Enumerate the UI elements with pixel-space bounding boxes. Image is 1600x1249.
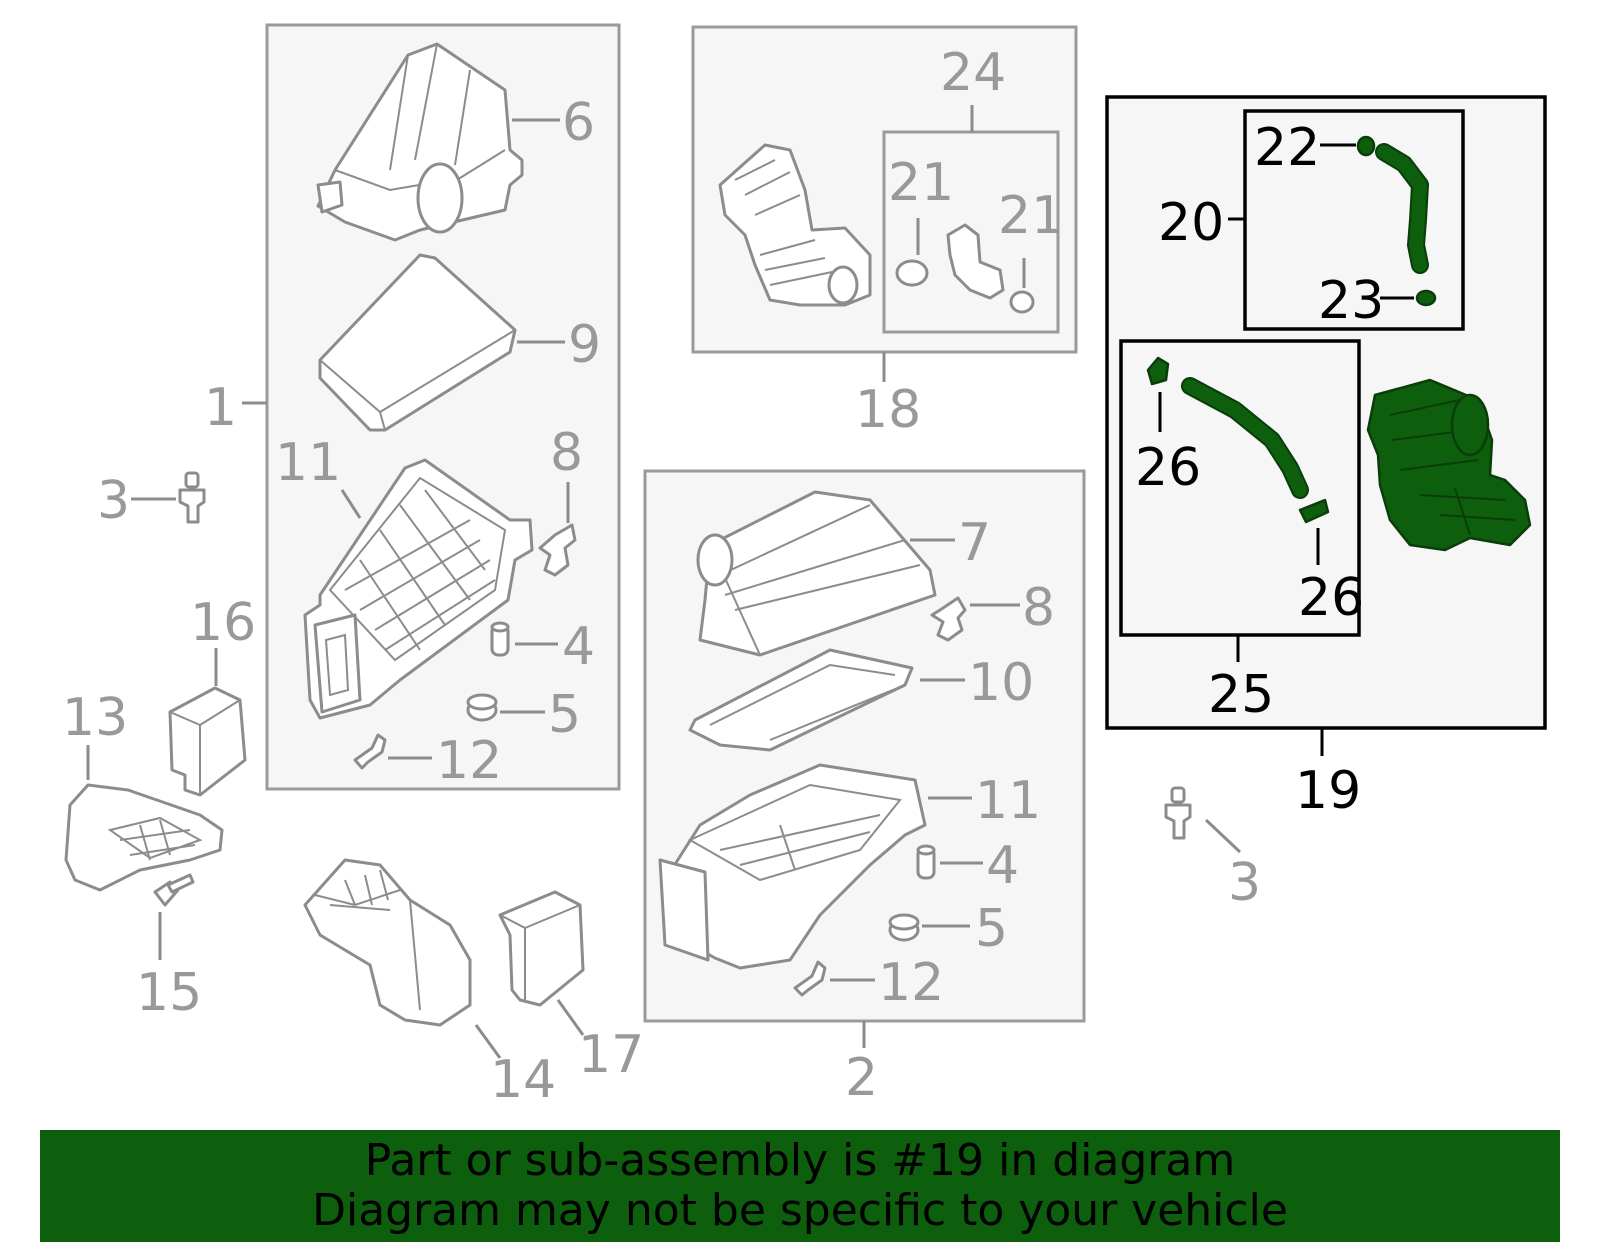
callout-5b: 5 <box>975 899 1008 959</box>
banner-line-1: Part or sub-assembly is #19 in diagram <box>364 1135 1236 1186</box>
callout-3a: 3 <box>97 471 130 531</box>
part-7-air-cleaner-cover <box>696 490 937 657</box>
part-8-bracket-b <box>930 596 967 642</box>
callout-8a: 8 <box>550 423 583 483</box>
part-26-clamp-a <box>1146 356 1170 386</box>
part-14-duct <box>303 858 472 1027</box>
part-8-bracket-a <box>538 523 577 577</box>
callout-3b: 3 <box>1228 853 1261 913</box>
part-23-clamp <box>1415 289 1437 307</box>
part-6-air-cleaner-cover <box>316 42 524 242</box>
leader-3b <box>1204 818 1242 854</box>
callout-4b: 4 <box>986 836 1019 896</box>
callout-4a: 4 <box>562 617 595 677</box>
part-9-air-filter <box>318 253 517 432</box>
callout-16: 16 <box>190 593 256 653</box>
part-20-vent-hose <box>1375 143 1429 274</box>
banner-line-2: Diagram may not be specific to your vehi… <box>312 1185 1288 1236</box>
callout-7: 7 <box>958 513 991 573</box>
leader-14 <box>474 1024 502 1059</box>
part-12-clip-b <box>793 960 827 997</box>
callout-1: 1 <box>204 378 237 438</box>
callout-13: 13 <box>62 688 128 748</box>
callout-17: 17 <box>578 1025 644 1085</box>
part-3-bolt-right <box>1164 786 1192 840</box>
callout-21b: 21 <box>998 186 1064 246</box>
part-17-bracket <box>498 890 585 1007</box>
part-18-intake-duct <box>718 143 872 307</box>
part-19-intake-duct <box>1366 378 1532 552</box>
callout-5a: 5 <box>548 685 581 745</box>
part-25-hose <box>1181 377 1309 499</box>
callout-14: 14 <box>490 1050 556 1110</box>
part-4-grommet-b <box>916 844 936 880</box>
callout-20: 20 <box>1158 193 1224 253</box>
callout-26b: 26 <box>1298 568 1364 628</box>
part-12-clip-a <box>353 733 387 770</box>
part-5-insulator-b <box>888 913 920 942</box>
callout-8b: 8 <box>1022 578 1055 638</box>
part-21-clamp-a <box>895 259 929 287</box>
callout-6: 6 <box>562 93 595 153</box>
part-16-bracket <box>168 686 247 797</box>
callout-21a: 21 <box>888 153 954 213</box>
callout-18: 18 <box>855 380 921 440</box>
callout-22: 22 <box>1254 118 1320 178</box>
callout-15: 15 <box>136 963 202 1023</box>
part-4-grommet-a <box>490 621 510 657</box>
part-13-resonator <box>64 783 224 892</box>
part-26-clamp-b <box>1298 498 1330 524</box>
callout-24: 24 <box>940 43 1006 103</box>
callout-25: 25 <box>1208 665 1274 725</box>
callout-12a: 12 <box>436 731 502 791</box>
callout-23: 23 <box>1318 271 1384 331</box>
part-21-clamp-b <box>1009 290 1035 314</box>
part-24-hose <box>946 223 1005 300</box>
callout-11b: 11 <box>975 771 1041 831</box>
part-11-air-cleaner-body <box>303 458 534 720</box>
info-banner: Part or sub-assembly is #19 in diagram D… <box>40 1130 1560 1242</box>
part-10-air-filter <box>688 648 914 752</box>
callout-12b: 12 <box>878 953 944 1013</box>
callout-10: 10 <box>968 653 1034 713</box>
callout-2: 2 <box>845 1048 878 1108</box>
callout-9: 9 <box>568 315 601 375</box>
part-11-air-cleaner-body-b <box>658 763 927 970</box>
part-22-clamp <box>1356 135 1376 157</box>
callout-26a: 26 <box>1135 438 1201 498</box>
leader-17 <box>556 999 585 1036</box>
part-5-insulator-a <box>466 693 498 722</box>
part-15-bolt <box>153 873 195 907</box>
callout-19: 19 <box>1295 761 1361 821</box>
leader-11a <box>340 489 362 519</box>
callout-11a: 11 <box>275 433 341 493</box>
sub-box-25 <box>1119 339 1361 637</box>
part-3-bolt-left <box>178 471 206 524</box>
